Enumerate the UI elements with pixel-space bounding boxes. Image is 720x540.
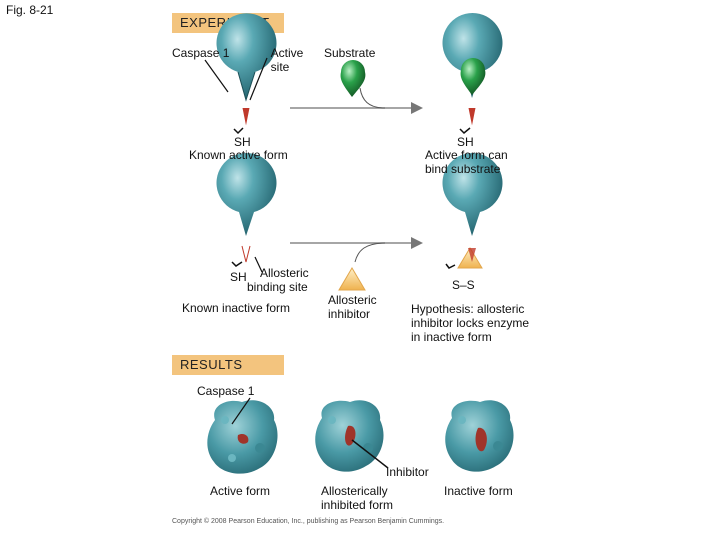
active-can-line2: bind substrate: [425, 162, 501, 176]
sh-label-top-left: SH: [234, 135, 251, 149]
inhibitor-pointer: [351, 439, 389, 469]
allosterically-line1: Allosterically: [321, 484, 388, 498]
results-banner: RESULTS: [172, 355, 284, 375]
substrate-shape: [340, 60, 366, 97]
protein-inactive-form: [445, 400, 514, 472]
caspase-label: Caspase 1: [172, 46, 230, 60]
protein-active-form: [207, 400, 278, 474]
copyright-text: Copyright © 2008 Pearson Education, Inc.…: [172, 518, 445, 525]
hypothesis-line1: Hypothesis: allosteric: [411, 302, 525, 316]
ss-label: S–S: [452, 278, 475, 292]
allosteric-inhibitor-line1: Allosteric: [328, 293, 377, 307]
active-site-pointer: [249, 57, 268, 101]
inhibitor-curve: [354, 242, 386, 263]
known-inactive-label: Known inactive form: [182, 301, 291, 315]
protein-allosteric-form: [315, 400, 384, 472]
inhibitor-label: Inhibitor: [386, 465, 429, 479]
enzyme-active-top-right: [442, 12, 503, 135]
enzyme-locked-bottom-right: [442, 152, 503, 269]
sh-label-bottom-left: SH: [230, 270, 247, 284]
result-caspase-pointer: [231, 397, 251, 425]
active-site-label-line1: Active: [270, 46, 304, 60]
known-active-label: Known active form: [189, 148, 288, 162]
substrate-label: Substrate: [324, 46, 376, 60]
allosteric-inhibitor-shape: [338, 267, 366, 291]
enzyme-inactive-bottom-left: [216, 152, 277, 267]
caspase-pointer: [204, 59, 229, 93]
figure-label: Fig. 8-21: [6, 3, 54, 17]
allosteric-site-line1: Allosteric: [260, 266, 309, 280]
allosteric-inhibitor-line2: inhibitor: [328, 307, 371, 321]
enzyme-active-top-left: [216, 13, 277, 135]
hypothesis-line2: inhibitor locks enzyme: [411, 316, 530, 330]
substrate-curve: [359, 87, 386, 109]
sh-label-top-right: SH: [457, 135, 474, 149]
allosteric-site-pointer: [254, 256, 263, 273]
active-site-label-line2: site: [270, 60, 290, 74]
result-caspase-label: Caspase 1: [197, 384, 255, 398]
inactive-form-label: Inactive form: [444, 484, 513, 498]
active-can-line1: Active form can: [425, 148, 508, 162]
allosteric-site-line2: binding site: [247, 280, 308, 294]
allosterically-line2: inhibited form: [321, 498, 394, 512]
hypothesis-line3: in inactive form: [411, 330, 492, 344]
active-form-label: Active form: [210, 484, 271, 498]
